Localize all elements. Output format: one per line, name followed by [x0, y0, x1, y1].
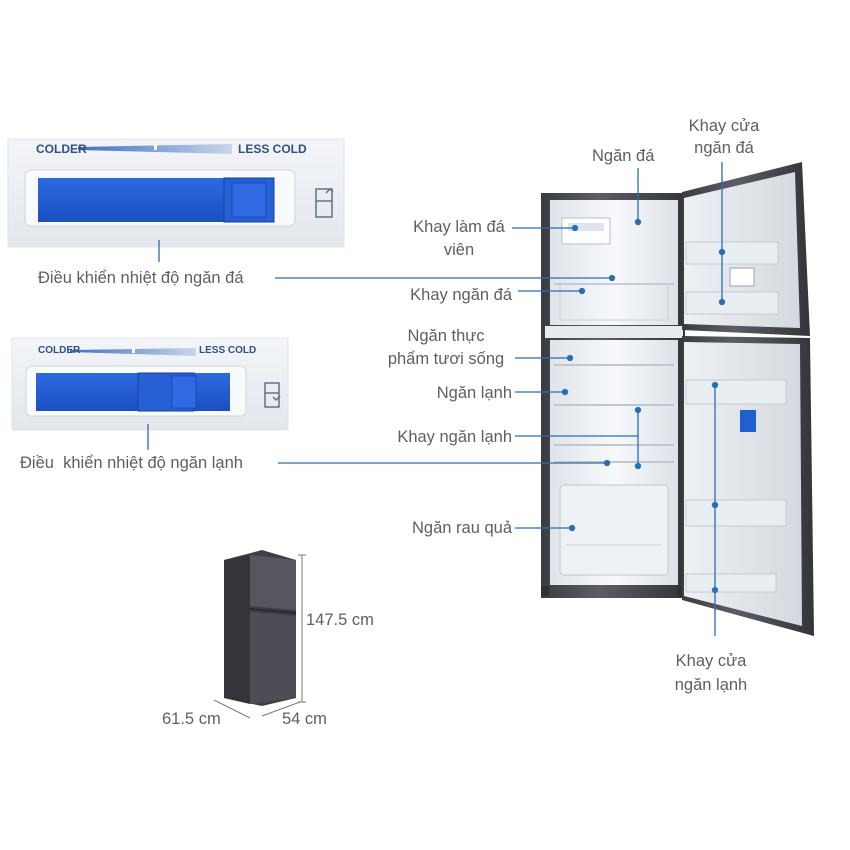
- fridge-dial-track: [36, 373, 230, 411]
- label-khay-lam-da-2: viên: [443, 241, 475, 259]
- label-khay-cua-ngan-lanh-1: Khay cửa: [675, 652, 747, 670]
- crisper-drawer: [559, 484, 669, 576]
- dimension-height: 147.5 cm: [306, 611, 374, 629]
- label-khay-ngan-lanh: Khay ngăn lạnh: [397, 428, 512, 446]
- freezer-fridge-icon: [315, 188, 334, 218]
- label-khay-cua-ngan-lanh-2: ngăn lạnh: [674, 676, 748, 694]
- fridge-control-panel: [11, 337, 289, 450]
- fridge-fridge-icon: [264, 382, 281, 408]
- label-khay-ngan-da: Khay ngăn đá: [410, 286, 512, 304]
- label-ngan-thuc-pham-1: Ngăn thực: [407, 327, 485, 345]
- dimension-depth: 54 cm: [282, 710, 327, 728]
- freezer-less-cold-label: LESS COLD: [238, 142, 307, 156]
- fridge-dimensions-illustration: [213, 550, 306, 719]
- refrigerator-open: [541, 162, 814, 636]
- label-ngan-thuc-pham-2: phẩm tươi sống: [387, 350, 505, 368]
- label-khay-lam-da-1: Khay làm đá: [413, 218, 505, 236]
- fridge-colder-label: COLDER: [38, 345, 81, 356]
- fridge-less-cold-label: LESS COLD: [199, 345, 257, 356]
- label-ngan-da: Ngăn đá: [592, 147, 655, 165]
- label-ngan-lanh: Ngăn lạnh: [436, 384, 512, 402]
- freezer-colder-label: COLDER: [36, 142, 87, 156]
- fridge-door: [684, 342, 802, 626]
- freezer-control-caption: Điều khiển nhiệt độ ngăn đá: [38, 269, 244, 287]
- label-khay-cua-ngan-da-2: ngăn đá: [694, 139, 754, 157]
- label-ngan-rau-qua: Ngăn rau quả: [412, 519, 512, 537]
- label-khay-cua-ngan-da-1: Khay cửa: [688, 117, 760, 135]
- fridge-control-caption: Điều khiển nhiệt độ ngăn lạnh: [20, 454, 243, 472]
- dimension-width: 61.5 cm: [162, 710, 221, 728]
- freezer-control-panel: [7, 138, 345, 262]
- callout-lines: [275, 162, 726, 636]
